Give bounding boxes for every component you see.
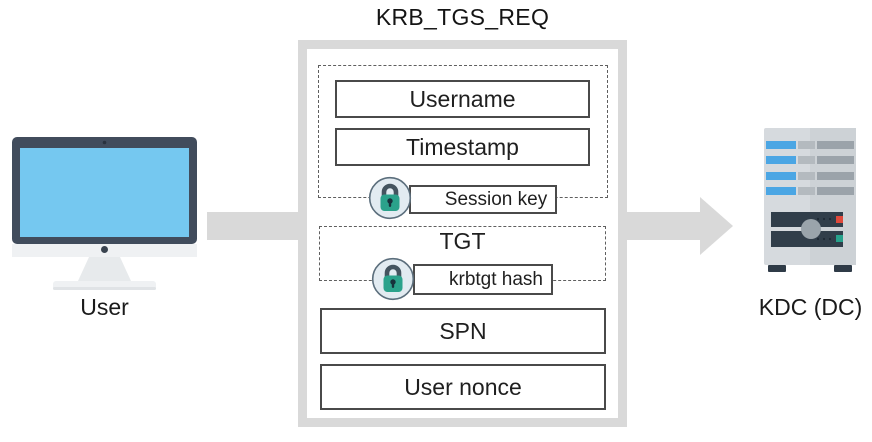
webcam-dot-icon (102, 140, 107, 145)
user-computer-icon (12, 137, 197, 290)
arrow-user-to-request (207, 212, 300, 240)
server-knob-icon (801, 219, 821, 239)
server-led-red (836, 216, 843, 223)
session-key-tag: Session key (409, 185, 557, 214)
arrow-request-to-kdc-head (700, 197, 733, 255)
spn-field: SPN (320, 308, 606, 354)
timestamp-field: Timestamp (335, 128, 590, 166)
user-nonce-field: User nonce (320, 364, 606, 410)
username-field: Username (335, 80, 590, 118)
kdc-server-icon (764, 128, 856, 272)
kdc-actor-label: KDC (DC) (758, 294, 863, 320)
session-key-padlock-icon (368, 176, 412, 220)
user-actor-label: User (80, 294, 129, 320)
tgt-label: TGT (439, 228, 486, 254)
diagram-title: KRB_TGS_REQ (375, 4, 550, 30)
server-led-teal (836, 235, 843, 242)
krbtgt-hash-tag: krbtgt hash (413, 264, 553, 295)
krbtgt-hash-padlock-icon (371, 257, 415, 301)
arrow-request-to-kdc-shaft (622, 212, 700, 240)
server-slot-row (766, 141, 854, 195)
